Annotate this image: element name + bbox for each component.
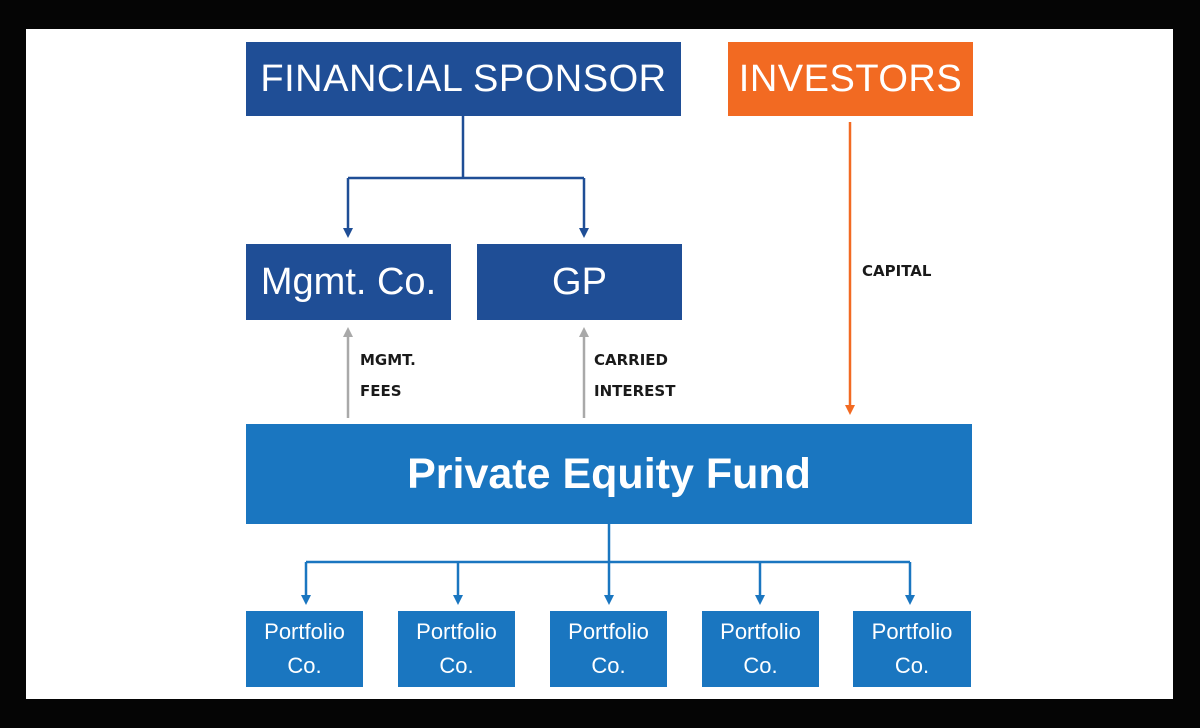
investors-label: INVESTORS: [738, 57, 963, 100]
portfolio-co-box: Portfolio Co.: [702, 611, 819, 687]
mgmt-co-label: Mgmt. Co.: [260, 260, 437, 303]
gp-label: GP: [552, 260, 607, 303]
diagram-panel: [26, 29, 1173, 699]
gp-box: GP: [477, 244, 682, 320]
portfolio-co-box: Portfolio Co.: [398, 611, 515, 687]
financial-sponsor-box: FINANCIAL SPONSOR: [246, 42, 681, 116]
capital-label: CAPITAL: [862, 262, 932, 280]
portfolio-co-box: Portfolio Co.: [550, 611, 667, 687]
private-equity-fund-label: Private Equity Fund: [407, 449, 811, 498]
mgmt-co-box: Mgmt. Co.: [246, 244, 451, 320]
private-equity-fund-box: Private Equity Fund: [246, 424, 972, 524]
portfolio-co-box: Portfolio Co.: [246, 611, 363, 687]
portfolio-co-box: Portfolio Co.: [853, 611, 971, 687]
mgmt-fees-label: MGMT. FEES: [360, 351, 416, 400]
financial-sponsor-label: FINANCIAL SPONSOR: [260, 57, 667, 100]
carried-interest-label: CARRIED INTEREST: [594, 351, 676, 400]
investors-box: INVESTORS: [728, 42, 973, 116]
